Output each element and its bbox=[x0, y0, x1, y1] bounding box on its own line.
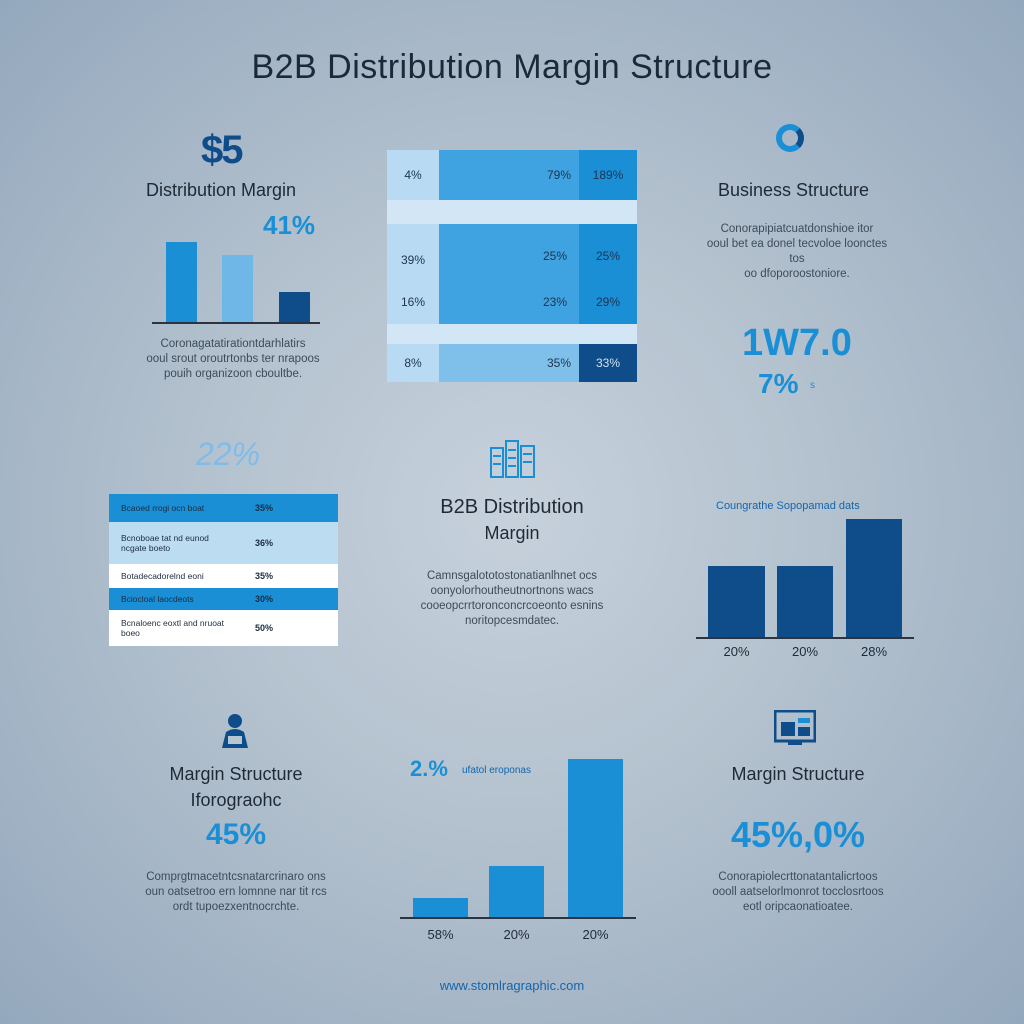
margin-structure-right-description: Conorapiolecrttonatantalicrtoos oooll aa… bbox=[712, 871, 884, 913]
table-cell: 8% bbox=[387, 344, 439, 382]
table-row bbox=[387, 200, 637, 224]
bar bbox=[413, 898, 468, 917]
center-heading-line2: Margin bbox=[484, 523, 540, 543]
business-structure-heading: Business Structure bbox=[718, 180, 870, 200]
business-structure-sub-mark: s bbox=[810, 380, 815, 391]
chart-axis bbox=[152, 322, 320, 324]
bar bbox=[568, 759, 623, 917]
person-icon bbox=[219, 712, 251, 750]
building-chart-icon bbox=[490, 440, 536, 478]
ring-icon bbox=[776, 124, 804, 152]
table-row: 8% 35% 33% bbox=[387, 344, 637, 382]
table-cell: 25% bbox=[595, 249, 621, 263]
table-row: 39% 25% 25% 16% 23% 29% bbox=[387, 224, 637, 324]
table-cell: 4% bbox=[387, 150, 439, 200]
margin-table: 4% 79% 189% 39% 25% 25% 16% 23% 29% 8% 3… bbox=[387, 150, 637, 382]
table-cell: 29% bbox=[595, 295, 621, 309]
bottom-center-caption: ufatol eroponas bbox=[462, 765, 531, 776]
footer-link[interactable]: www.stomlragraphic.com bbox=[439, 978, 585, 993]
distribution-margin-value: 41% bbox=[263, 210, 316, 240]
bar-label: 20% bbox=[791, 644, 819, 659]
table-cell: 25% bbox=[542, 249, 567, 263]
margin-structure-right-value: 45%,0% bbox=[730, 814, 866, 855]
monitor-icon bbox=[773, 709, 817, 746]
distribution-margin-description: Coronagatatirationtdarhlatirs ooul srout… bbox=[146, 338, 320, 380]
distribution-margin-chart bbox=[152, 230, 320, 325]
chart-axis bbox=[696, 637, 914, 639]
bar bbox=[708, 566, 765, 637]
bar-label: 28% bbox=[860, 644, 888, 659]
bar bbox=[777, 566, 833, 637]
table-cell: 23% bbox=[542, 295, 567, 309]
page-title: B2B Distribution Margin Structure bbox=[251, 48, 773, 86]
distribution-margin-heading: Distribution Margin bbox=[146, 180, 297, 200]
business-structure-sub-value: 7% bbox=[758, 368, 799, 399]
business-structure-big-number: 1W7.0 bbox=[742, 322, 852, 364]
table-cell: 16% bbox=[400, 295, 426, 309]
margin-structure-heading: Margin Structure bbox=[169, 764, 303, 784]
bar-label: 20% bbox=[723, 644, 750, 659]
margin-structure-subheading: Iforograohc bbox=[190, 790, 282, 810]
bottom-center-value: 2.% bbox=[410, 756, 448, 781]
chart-axis bbox=[400, 917, 636, 919]
mid-left-value: 22% bbox=[196, 436, 261, 472]
bar-label: 20% bbox=[503, 927, 530, 942]
mid-right-chart: 20% 20% 28% bbox=[696, 517, 914, 667]
bottom-center-chart: 58% 20% 20% bbox=[400, 756, 636, 946]
center-heading-line1: B2B Distribution bbox=[440, 496, 584, 518]
table-cell: 39% bbox=[400, 253, 426, 267]
bar bbox=[489, 866, 544, 917]
bar bbox=[166, 242, 197, 322]
margin-structure-description: Comprgtmacetntcsnatarcrinaro ons oun oat… bbox=[145, 871, 327, 913]
bar bbox=[222, 255, 253, 322]
table-cell: 33% bbox=[579, 344, 637, 382]
bar bbox=[279, 292, 310, 322]
bar-label: 20% bbox=[582, 927, 609, 942]
margin-structure-value: 45% bbox=[205, 818, 267, 851]
table-row bbox=[387, 324, 637, 344]
table-row: 4% 79% 189% bbox=[387, 150, 637, 200]
bar-label: 58% bbox=[427, 927, 454, 942]
bar bbox=[846, 519, 902, 637]
dollar-icon: $5 bbox=[201, 128, 243, 172]
table-cell: 35% bbox=[546, 356, 571, 370]
mid-right-caption: Coungrathe Sopopamad dats bbox=[716, 500, 860, 512]
margin-structure-right-heading: Margin Structure bbox=[731, 764, 865, 784]
business-structure-description: Conorapipiatcuatdonshioe itor ooul bet e… bbox=[706, 223, 888, 280]
table-cell: 189% bbox=[579, 150, 637, 200]
table-cell: 79% bbox=[546, 168, 571, 182]
center-description: Camnsgalototostonatianlhnet ocs oonyolor… bbox=[420, 570, 604, 627]
